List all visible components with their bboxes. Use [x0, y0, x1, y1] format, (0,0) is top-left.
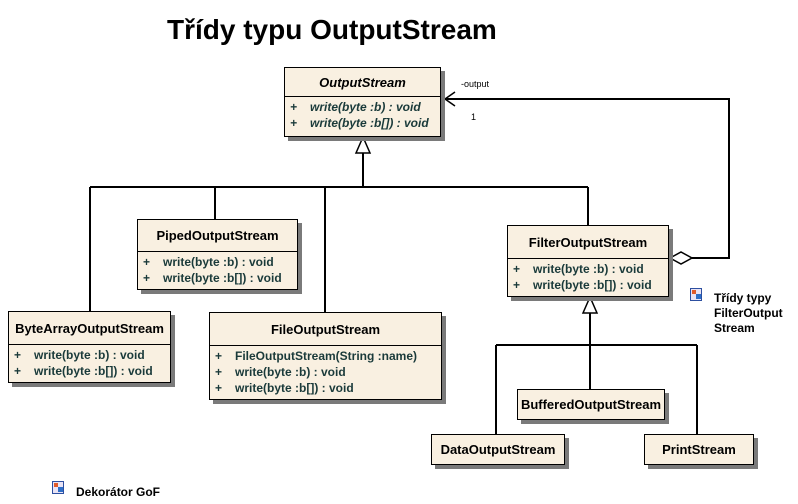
- class-outputstream: OutputStream +write(byte :b) : void +wri…: [284, 67, 441, 137]
- class-name: BufferedOutputStream: [520, 397, 662, 412]
- diagram-link-icon[interactable]: [52, 481, 64, 494]
- class-dataoutputstream: DataOutputStream: [431, 434, 565, 465]
- operation: +write(byte :b[]) : void: [143, 271, 282, 285]
- operation: +write(byte :b) : void: [14, 348, 145, 362]
- generalization-arrowhead: [354, 135, 372, 154]
- class-filteroutputstream: FilterOutputStream +write(byte :b) : voi…: [507, 225, 669, 297]
- diagram-link-filter-types[interactable]: Třídy typy FilterOutput Stream: [714, 291, 783, 335]
- class-printstream: PrintStream: [644, 434, 754, 465]
- class-pipedoutputstream: PipedOutputStream +write(byte :b) : void…: [137, 219, 298, 290]
- operation: +write(byte :b[]) : void: [215, 381, 354, 395]
- operation: +write(byte :b[]) : void: [14, 364, 153, 378]
- class-bytearrayoutputstream: ByteArrayOutputStream +write(byte :b) : …: [8, 311, 171, 383]
- operation: +write(byte :b[]) : void: [290, 116, 429, 130]
- operation: +write(byte :b[]) : void: [513, 278, 652, 292]
- class-fileoutputstream: FileOutputStream +FileOutputStream(Strin…: [209, 312, 442, 400]
- association-multiplicity-label: 1: [471, 112, 477, 122]
- class-name: ByteArrayOutputStream: [9, 312, 170, 345]
- class-name: PrintStream: [662, 442, 736, 457]
- class-name: PipedOutputStream: [138, 220, 297, 252]
- class-name: FilterOutputStream: [508, 226, 668, 259]
- operation: +write(byte :b) : void: [513, 262, 644, 276]
- generalization-outputstream: [89, 153, 589, 312]
- class-name: OutputStream: [285, 68, 440, 97]
- diagram-title: Třídy typu OutputStream: [167, 14, 497, 45]
- class-name: FileOutputStream: [210, 313, 441, 346]
- generalization-arrowhead-filter: [581, 295, 599, 314]
- operation: +write(byte :b) : void: [143, 255, 274, 269]
- aggregation-line: [445, 98, 730, 259]
- association-role-label: -output: [461, 79, 490, 89]
- class-bufferedoutputstream: BufferedOutputStream: [517, 389, 665, 420]
- diagram-link-icon[interactable]: [690, 288, 702, 301]
- association-arrowhead: [443, 91, 456, 107]
- class-name: DataOutputStream: [440, 442, 556, 457]
- operation: +write(byte :b) : void: [215, 365, 346, 379]
- aggregation-diamond: [668, 251, 694, 265]
- diagram-link-decorator[interactable]: Dekorátor GoF: [76, 485, 161, 499]
- operation: +FileOutputStream(String :name): [215, 349, 418, 363]
- generalization-filteroutputstream: [495, 313, 698, 435]
- operation: +write(byte :b) : void: [290, 100, 421, 114]
